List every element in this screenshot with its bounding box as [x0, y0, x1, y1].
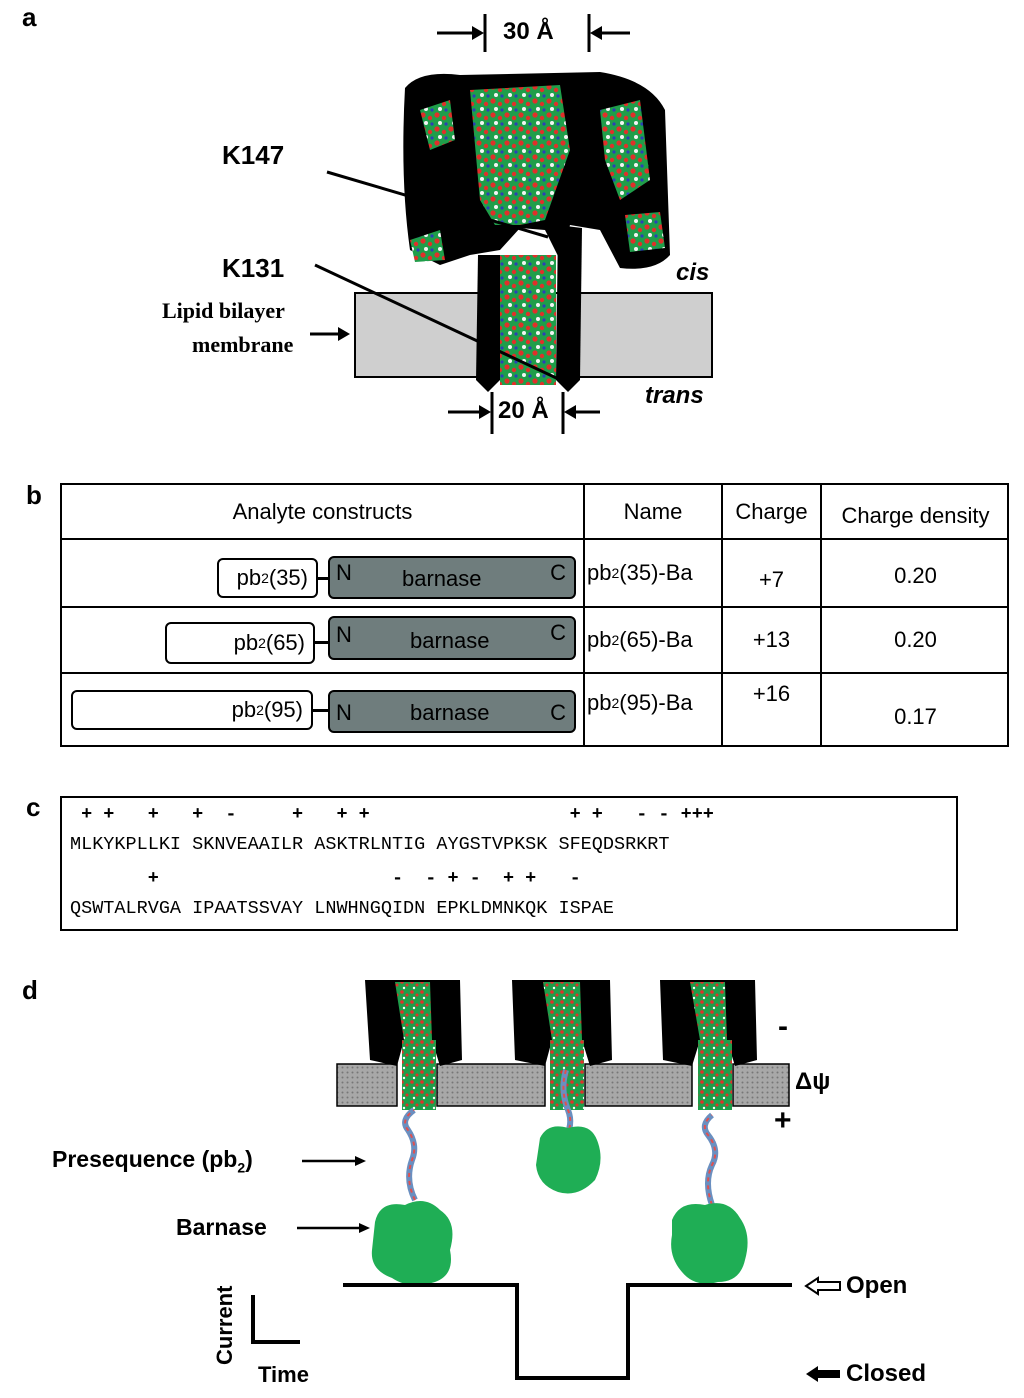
panel-d-label: d: [22, 975, 38, 1005]
sequence-line-1: MLKYKPLLKI SKNVEAAILR ASKTRLNTIG AYGSTVP…: [70, 834, 670, 855]
barnase-box: N barnase C: [328, 556, 576, 599]
panel-a-label: a: [22, 2, 37, 32]
analyte-table: Analyte constructs Name Charge Charge de…: [60, 483, 1009, 747]
pore-1: [365, 980, 462, 1110]
pore-3: [660, 980, 757, 1110]
row-1-charge: +7: [758, 567, 785, 592]
membrane-segment: [336, 1063, 398, 1107]
panel-b-label: b: [26, 480, 42, 510]
row-3-charge: +16: [752, 681, 791, 706]
row-3-density: 0.17: [894, 704, 937, 729]
row-2-charge: +13: [752, 627, 791, 652]
pore-cross-section-figure: [310, 14, 713, 434]
header-name: Name: [623, 498, 683, 524]
dimension-30a: 30 Å: [503, 18, 554, 45]
current-trace: [343, 1283, 792, 1380]
label-membrane-line2: membrane: [192, 332, 294, 357]
charges-line-2: + - - + - + + -: [70, 868, 581, 889]
panel-c-label: c: [26, 792, 41, 822]
header-charge-density: Charge density: [841, 502, 990, 528]
label-minus: -: [778, 1010, 788, 1043]
membrane-segment: [584, 1063, 693, 1107]
membrane-segment: [436, 1063, 546, 1107]
charges-line-1: + + + + - + + + + + - - +++: [70, 804, 714, 825]
row-1-density: 0.20: [894, 563, 937, 588]
barnase-blob-right: [671, 1203, 748, 1284]
row-2-density: 0.20: [894, 627, 937, 652]
label-open: Open: [846, 1272, 908, 1299]
dimension-20a: 20 Å: [498, 397, 549, 424]
axis-label-time: Time: [258, 1362, 309, 1387]
membrane-segment: [732, 1063, 790, 1107]
closed-arrow: [806, 1366, 840, 1382]
pore-2: [512, 980, 612, 1110]
presequence-chain-left: [402, 1107, 418, 1202]
header-charge: Charge: [735, 498, 808, 524]
barnase-box: N barnase C: [328, 690, 576, 733]
header-analyte-constructs: Analyte constructs: [232, 498, 413, 524]
label-presequence: Presequence (pb2): [52, 1146, 253, 1176]
open-arrow: [804, 1276, 841, 1296]
scale-bar: [251, 1295, 300, 1344]
barnase-blob-left: [371, 1201, 453, 1286]
label-membrane-line1: Lipid bilayer: [162, 298, 285, 323]
sequence-line-2: QSWTALRVGA IPAATSSVAY LNWHNGQIDN EPKLDMN…: [70, 898, 614, 919]
presequence-sequence-box: + + + + - + + + + + - - +++ MLKYKPLLKI S…: [60, 796, 958, 931]
barnase-box: N barnase C: [328, 616, 576, 660]
label-barnase: Barnase: [176, 1214, 267, 1240]
label-k131: K131: [222, 253, 285, 283]
pore-stem: [476, 255, 500, 392]
label-delta-psi: Δψ: [795, 1068, 831, 1095]
label-trans: trans: [645, 382, 704, 409]
presequence-chain-right: [701, 1112, 719, 1206]
barnase-blob-middle: [536, 1126, 601, 1194]
translocation-schematic: [251, 980, 841, 1382]
label-closed: Closed: [846, 1360, 927, 1387]
label-cis: cis: [676, 259, 710, 286]
label-k147: K147: [222, 140, 285, 170]
label-plus: +: [774, 1104, 792, 1137]
